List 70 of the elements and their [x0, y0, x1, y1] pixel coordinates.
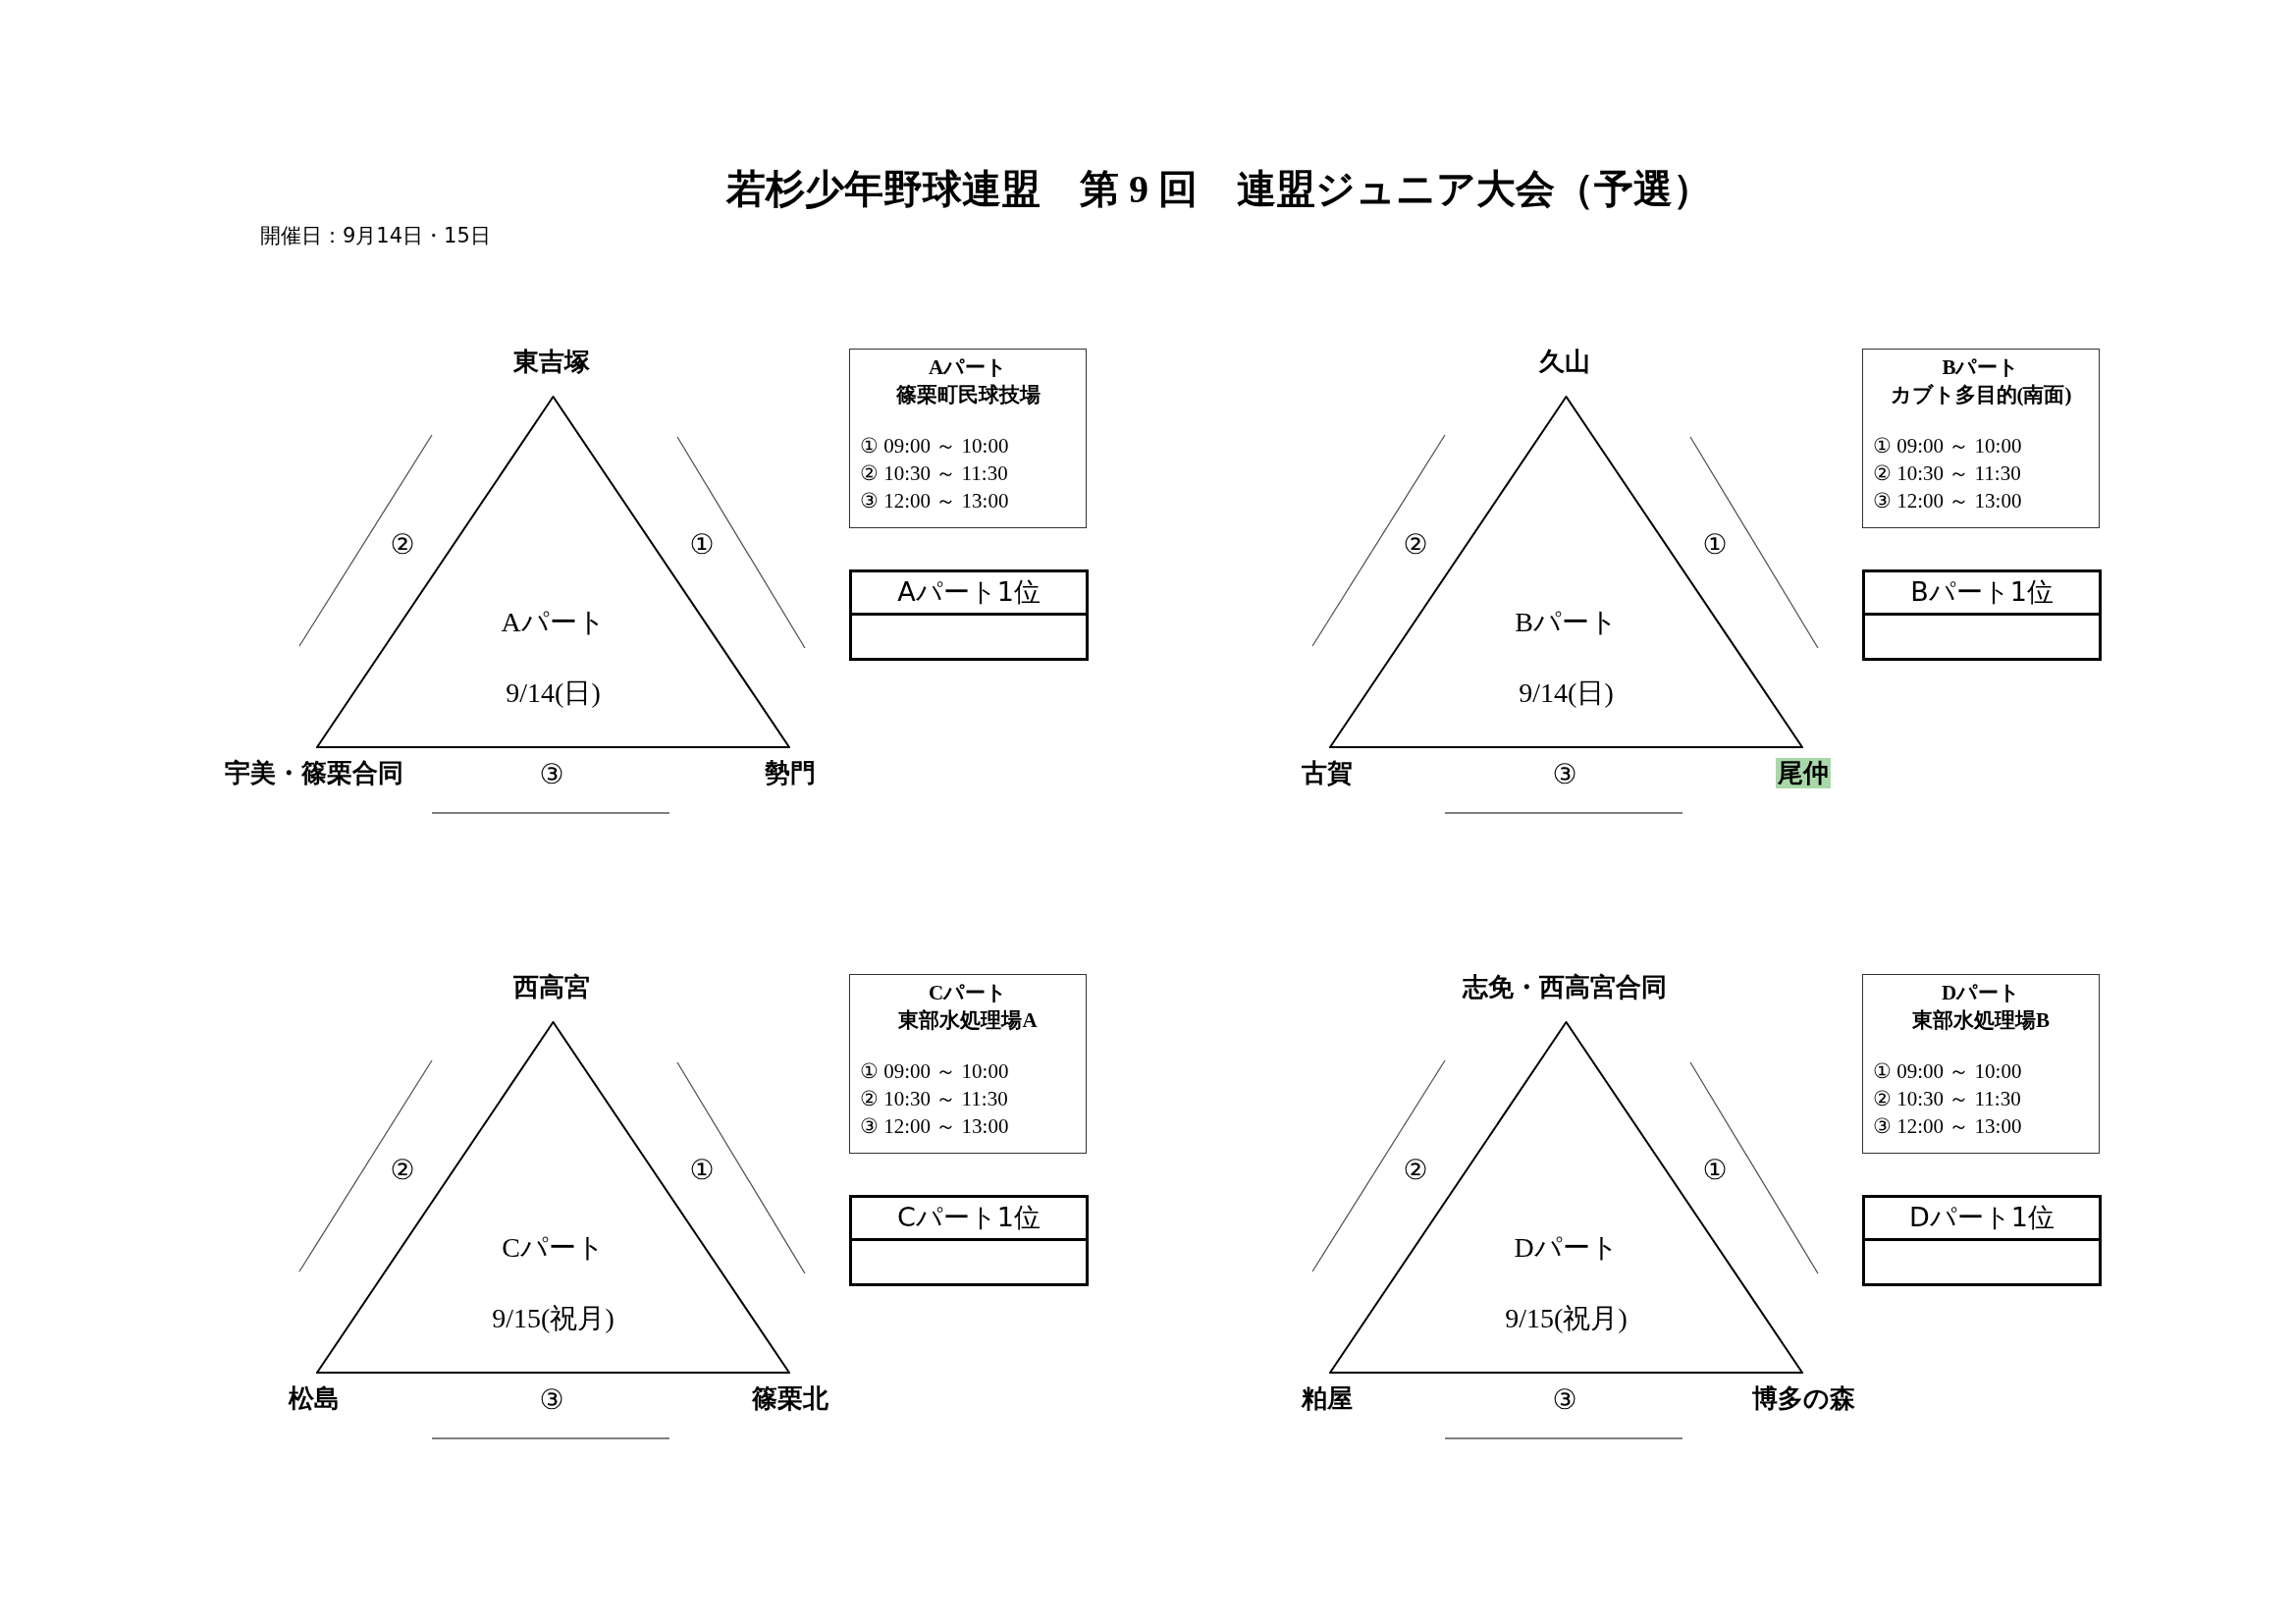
- answer-box: [849, 613, 1089, 661]
- triangle: [316, 396, 790, 748]
- triangle: [1329, 1021, 1803, 1374]
- team-name: 志免・西高宮合同: [1463, 972, 1667, 1003]
- answer-box: [1862, 1238, 2102, 1286]
- match-number: ②: [1403, 528, 1428, 562]
- part-name: Cパート: [502, 1231, 605, 1265]
- team-name: 篠栗北: [752, 1383, 828, 1415]
- team-name: 久山: [1539, 347, 1590, 378]
- time-slot: ③ 12:00 ～ 13:00: [860, 1112, 1076, 1140]
- winner-heading: Dパート1位: [1862, 1195, 2102, 1241]
- time-slot: ① 09:00 ～ 10:00: [860, 432, 1076, 460]
- part-name: Dパート: [1940, 980, 2022, 1006]
- team-name: 粕屋: [1302, 1383, 1353, 1415]
- team-name: 勢門: [765, 758, 816, 789]
- part-name: Cパート: [927, 980, 1009, 1006]
- match-number: ①: [1702, 1154, 1728, 1187]
- schedule-box: [1862, 349, 2100, 528]
- schedule-box: [1862, 974, 2100, 1154]
- team-name: 東吉塚: [513, 347, 590, 378]
- time-slot: ③ 12:00 ～ 13:00: [1873, 487, 2089, 514]
- answer-box: [1862, 613, 2102, 661]
- venue-name: 東部水処理場A: [897, 1007, 1039, 1034]
- answer-box: [849, 1238, 1089, 1286]
- schedule-box: [849, 974, 1087, 1154]
- team-name: 松島: [289, 1383, 340, 1415]
- match-number: ③: [539, 1383, 564, 1417]
- team-name: 西高宮: [513, 972, 590, 1003]
- match-date: 9/14(日): [506, 676, 601, 710]
- time-slot: ③ 12:00 ～ 13:00: [860, 487, 1076, 514]
- match-date: 9/15(祝月): [492, 1302, 614, 1335]
- winner-heading: Cパート1位: [849, 1195, 1089, 1241]
- match-date: 9/15(祝月): [1505, 1302, 1628, 1335]
- winner-heading: Bパート1位: [1862, 569, 2102, 616]
- part-name: Dパート: [1514, 1231, 1619, 1265]
- match-number: ②: [1403, 1154, 1428, 1187]
- part-name: Bパート: [1941, 354, 2021, 381]
- part-name: Bパート: [1515, 606, 1618, 639]
- time-slot: ② 10:30 ～ 11:30: [860, 1085, 1076, 1112]
- event-date: 開催日：9月14日・15日: [260, 223, 491, 249]
- schedule-box: [849, 349, 1087, 528]
- triangle: [1329, 396, 1803, 748]
- venue-name: 篠栗町民球技場: [894, 382, 1041, 408]
- title: 若杉少年野球連盟 第 9 回 連盟ジュニア大会（予選）: [726, 166, 1712, 213]
- time-slot: ① 09:00 ～ 10:00: [1873, 432, 2089, 460]
- venue-name: 東部水処理場B: [1911, 1007, 2051, 1034]
- match-number: ③: [1552, 1383, 1577, 1417]
- team-name: 宇美・篠栗合同: [225, 758, 403, 789]
- match-number: ③: [539, 758, 564, 791]
- team-name: 博多の森: [1751, 1383, 1855, 1415]
- match-number: ①: [1702, 528, 1728, 562]
- team-name: 尾仲: [1776, 758, 1831, 789]
- time-slot: ② 10:30 ～ 11:30: [860, 460, 1076, 487]
- time-slot: ② 10:30 ～ 11:30: [1873, 1085, 2089, 1112]
- match-date: 9/14(日): [1519, 676, 1614, 710]
- match-number: ①: [689, 528, 715, 562]
- time-slot: ② 10:30 ～ 11:30: [1873, 460, 2089, 487]
- time-slot: ① 09:00 ～ 10:00: [860, 1057, 1076, 1085]
- part-name: Aパート: [927, 354, 1009, 381]
- winner-heading: Aパート1位: [849, 569, 1089, 616]
- match-number: ①: [689, 1154, 715, 1187]
- triangle: [316, 1021, 790, 1374]
- time-slot: ③ 12:00 ～ 13:00: [1873, 1112, 2089, 1140]
- match-number: ②: [390, 1154, 415, 1187]
- venue-name: カブト多目的(南面): [1889, 382, 2073, 408]
- match-number: ③: [1552, 758, 1577, 791]
- time-slot: ① 09:00 ～ 10:00: [1873, 1057, 2089, 1085]
- part-name: Aパート: [501, 606, 606, 639]
- match-number: ②: [390, 528, 415, 562]
- team-name: 古賀: [1302, 758, 1353, 789]
